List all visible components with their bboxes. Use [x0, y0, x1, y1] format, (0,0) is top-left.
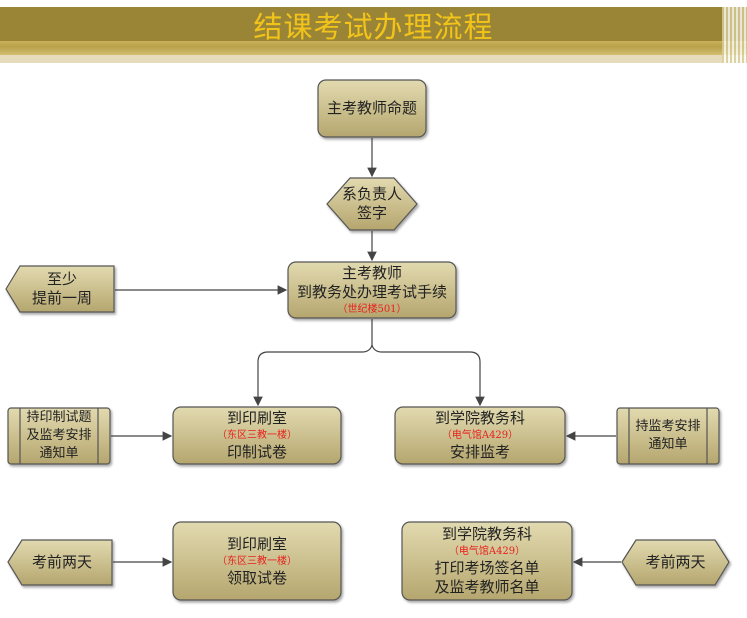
node-print-notice	[7, 407, 111, 465]
node-two-days-left	[7, 539, 113, 586]
node-propose-label: 主考教师命题	[318, 80, 426, 137]
node-sign	[326, 177, 418, 231]
node-propose	[317, 79, 427, 138]
node-two-days-right-label: 考前两天	[622, 540, 729, 585]
node-sign-label: 系负责人签字	[327, 178, 417, 230]
text: 打印考场签名单	[434, 559, 540, 577]
location-note: （东区三教一楼）	[217, 430, 297, 441]
node-print-lists	[401, 521, 573, 601]
node-week-before-label: 至少提前一周	[10, 266, 114, 312]
text: 持监考安排	[635, 419, 701, 434]
node-two-days-left-label: 考前两天	[12, 540, 112, 585]
node-invig-notice-label: 持监考安排通知单	[617, 408, 719, 464]
node-college-office-label: 到学院教务科 （电气馆A429） 安排监考	[395, 407, 565, 464]
title-band-edge	[722, 7, 747, 63]
node-procedure	[287, 261, 457, 319]
location-note: （电气馆A429）	[448, 546, 526, 557]
node-invig-notice	[616, 407, 720, 465]
node-collect-papers	[172, 521, 342, 601]
node-print-lists-label: 到学院教务科 （电气馆A429） 打印考场签名单及监考教师名单	[402, 522, 572, 600]
text: 提前一周	[31, 289, 92, 307]
title-stripe-light	[0, 55, 747, 63]
text: 安排监考	[449, 443, 510, 461]
title-stripe	[0, 41, 747, 55]
text: 主考教师命题	[326, 99, 417, 117]
location-note: （世纪楼501）	[337, 303, 407, 315]
node-college-office	[394, 406, 566, 465]
text: 到学院教务科	[434, 409, 525, 427]
text: 到印刷室	[226, 409, 287, 427]
text: 持印制试题	[26, 410, 92, 425]
page-title: 结课考试办理流程	[253, 10, 494, 44]
node-collect-papers-label: 到印刷室 （东区三教一楼）领取试卷	[173, 522, 341, 600]
text: 考前两天	[31, 553, 92, 571]
location-note: （电气馆A429）	[441, 430, 519, 441]
text: 至少	[46, 270, 77, 288]
text: 签字	[356, 204, 387, 222]
location-note: （东区三教一楼）	[217, 555, 297, 567]
text: 到印刷室	[226, 534, 287, 553]
text: 考前两天	[645, 553, 706, 571]
arrow-procedure-print	[253, 319, 373, 407]
arrow-procedure-college	[371, 344, 485, 407]
node-print-notice-label: 持印制试题及监考安排通知单	[8, 408, 110, 464]
node-print-room-label: 到印刷室 （东区三教一楼） 印制试卷	[173, 407, 341, 464]
text: 到学院教务科	[441, 525, 532, 543]
node-week-before	[5, 265, 115, 313]
text: 通知单	[648, 437, 688, 452]
title-band	[0, 7, 747, 41]
text: 到教务处办理考试手续	[296, 282, 447, 301]
text: 及监考教师名单	[434, 578, 540, 596]
text: 通知单	[39, 446, 79, 461]
text: 及监考安排	[26, 428, 92, 443]
text: 主考教师	[341, 263, 402, 282]
node-print-room	[172, 406, 342, 465]
text: 印制试卷	[226, 443, 287, 461]
node-two-days-right	[621, 539, 730, 586]
node-procedure-label: 主考教师到教务处办理考试手续 （世纪楼501）	[288, 262, 456, 318]
text: 系负责人	[341, 185, 402, 203]
text: 领取试卷	[226, 568, 287, 587]
